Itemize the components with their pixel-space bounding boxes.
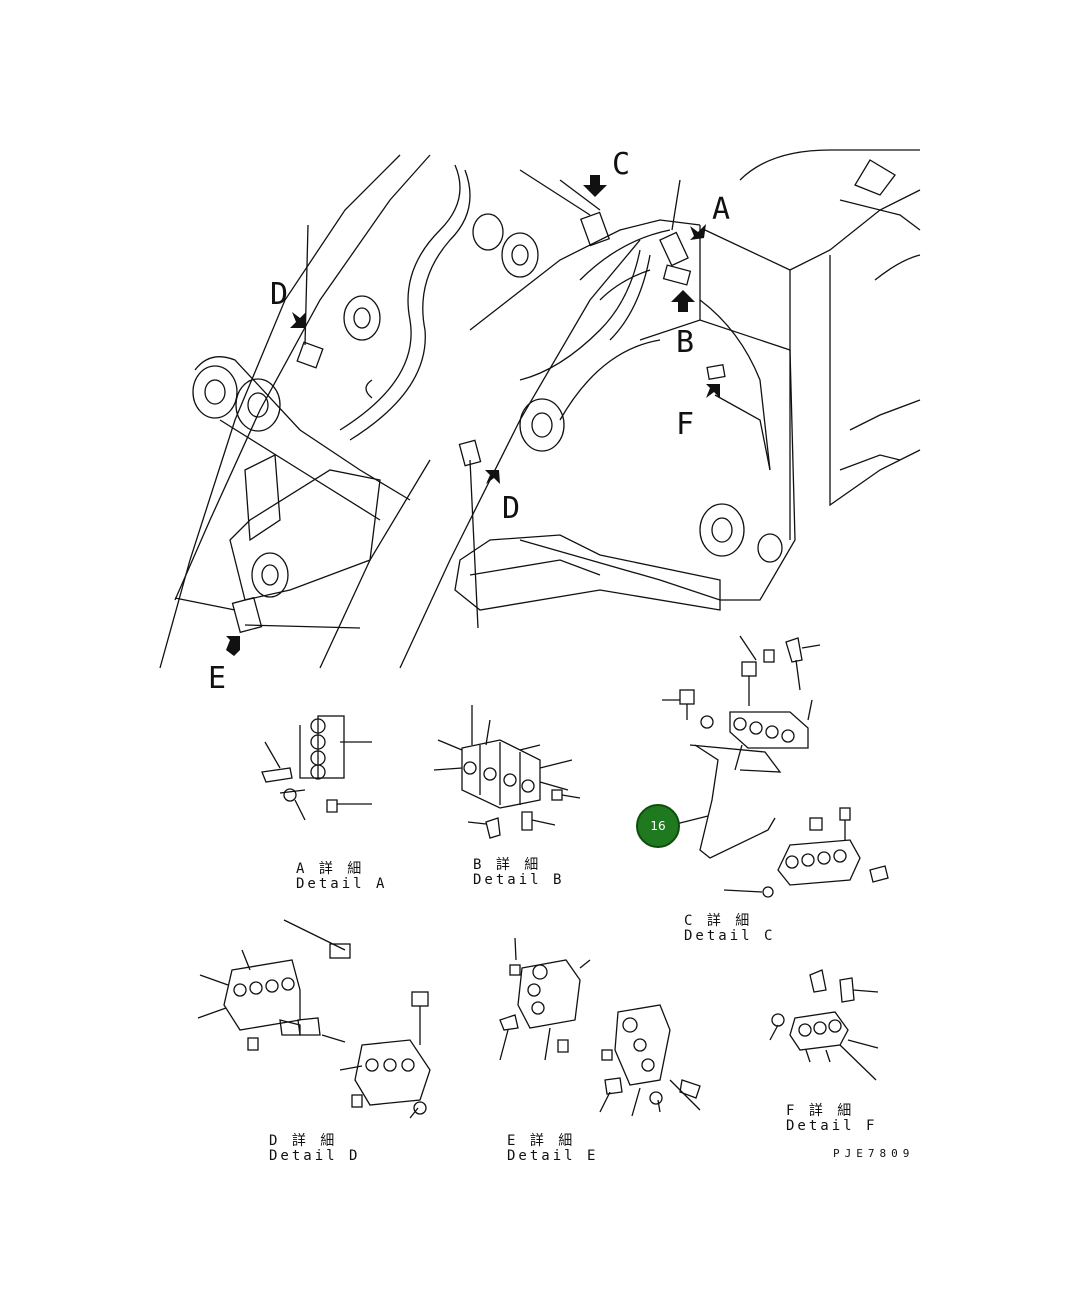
detail-a-drawing: [261, 715, 372, 821]
detail-c-en: Detail C: [684, 928, 776, 944]
detail-c-drawing: [662, 635, 889, 898]
drawing-reference-code: PJE7809: [833, 1147, 915, 1160]
detail-a-jp: A 詳 細: [296, 861, 365, 877]
callout-badge-16[interactable]: 16: [636, 804, 680, 848]
view-letter-e: E: [208, 661, 227, 696]
detail-e-drawing: [499, 937, 701, 1117]
detail-e-en: Detail E: [507, 1148, 599, 1164]
detail-f-en: Detail F: [786, 1118, 878, 1134]
view-letter-b: B: [676, 325, 695, 360]
detail-d-en: Detail D: [269, 1148, 361, 1164]
detail-d-jp: D 詳 細: [269, 1133, 338, 1149]
detail-b-drawing: [433, 705, 581, 839]
detail-b-en: Detail B: [473, 872, 565, 888]
detail-c-jp: C 詳 細: [684, 913, 753, 929]
view-letter-c: C: [612, 147, 631, 182]
view-letter-d-upper: D: [270, 277, 289, 312]
detail-d-drawing: [197, 919, 431, 1119]
view-letter-d-lower: D: [502, 491, 521, 526]
detail-e-jp: E 詳 細: [507, 1133, 576, 1149]
detail-f-drawing: [769, 969, 879, 1081]
direction-arrows: [226, 175, 720, 656]
main-assembly-view: [159, 149, 921, 669]
detail-a-en: Detail A: [296, 876, 388, 892]
callout-leader-16: [675, 815, 709, 825]
detail-b-jp: B 詳 細: [473, 857, 542, 873]
view-letter-f: F: [676, 407, 695, 442]
detail-f-jp: F 詳 細: [786, 1103, 855, 1119]
view-letter-a: A: [712, 192, 731, 227]
